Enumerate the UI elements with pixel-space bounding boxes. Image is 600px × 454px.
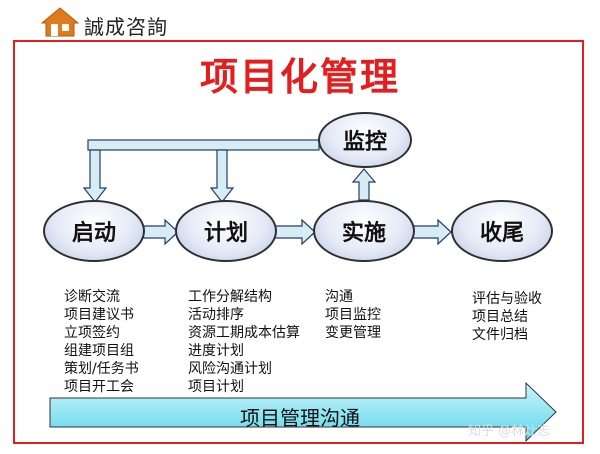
list-close: 评估与验收 项目总结 文件归档 [472, 290, 542, 344]
list-item: 资源工期成本估算 [188, 325, 300, 341]
watermark: 知乎 @林灶志 [468, 424, 551, 439]
list-item: 项目开工会 [64, 379, 134, 395]
list-item: 评估与验收 [472, 291, 542, 307]
communication-arrow [49, 381, 557, 443]
node-close: 收尾 [451, 200, 553, 262]
arrow-initiate-to-plan [142, 218, 179, 246]
communication-label: 项目管理沟通 [240, 406, 360, 430]
list-item: 进度计划 [188, 343, 244, 359]
node-initiate: 启动 [43, 200, 145, 262]
list-item: 项目建议书 [64, 307, 134, 323]
diagram-title: 项目化管理 [199, 55, 400, 99]
list-item: 沟通 [325, 289, 353, 305]
feedback-bar [87, 139, 320, 151]
list-item: 工作分解结构 [188, 289, 272, 305]
list-plan: 工作分解结构 活动排序 资源工期成本估算 进度计划 风险沟通计划 项目计划 [188, 288, 300, 396]
arrow-execute-to-close [412, 218, 452, 246]
up-arrow-to-monitor [351, 168, 377, 201]
node-plan: 计划 [175, 200, 277, 262]
list-item: 项目计划 [188, 379, 244, 395]
list-item: 立项签约 [64, 325, 120, 341]
list-initiate: 诊断交流 项目建议书 立项签约 组建项目组 策划/任务书 项目开工会 [64, 288, 139, 396]
down-arrow-to-initiate [82, 149, 108, 203]
list-item: 策划/任务书 [64, 361, 139, 377]
arrow-plan-to-execute [274, 218, 316, 246]
list-item: 诊断交流 [64, 289, 120, 305]
list-item: 活动排序 [188, 307, 244, 323]
brand-header [0, 0, 600, 40]
list-item: 项目监控 [325, 307, 381, 323]
list-item: 变更管理 [325, 325, 381, 341]
node-monitor: 监控 [318, 112, 412, 168]
brand-name: 誠成咨詢 [84, 15, 168, 39]
down-arrow-to-plan [209, 149, 235, 203]
list-item: 文件归档 [472, 327, 528, 343]
list-execute: 沟通 项目监控 变更管理 [325, 288, 381, 342]
list-item: 组建项目组 [64, 343, 134, 359]
content-frame [13, 40, 584, 444]
house-logo-icon [40, 7, 80, 37]
list-item: 风险沟通计划 [188, 361, 272, 377]
list-item: 项目总结 [472, 309, 528, 325]
node-execute: 实施 [313, 200, 415, 262]
